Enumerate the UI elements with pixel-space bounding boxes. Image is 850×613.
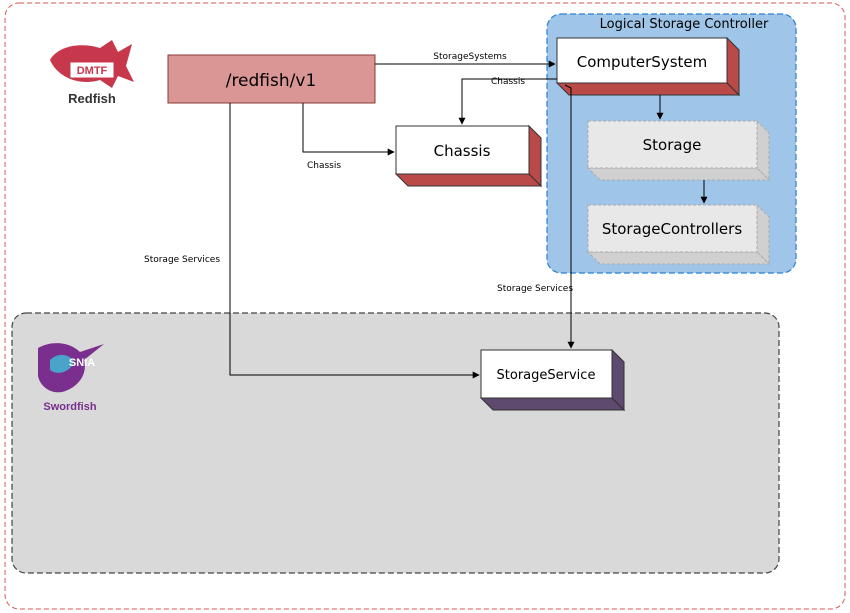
edge-chassis-from-root [302,103,395,156]
edge-chassis-from-root-label: Chassis [307,161,341,171]
node-computer-system[interactable]: ComputerSystem [555,36,741,97]
node-chassis[interactable]: Chassis [394,124,543,188]
dmtf-badge: DMTF [77,65,108,77]
snia-swordfish-logo: SNIA Swordfish [38,343,104,413]
edge-storage-services-from-root [229,103,480,379]
node-storage[interactable]: Storage [586,119,771,182]
swordfish-wordmark: Swordfish [43,401,96,413]
edge-chassis-from-computer-system [458,78,557,125]
node-redfish-v1-label: /redfish/v1 [226,71,317,91]
snia-badge: SNIA [69,357,95,369]
node-storage-label: Storage [643,136,702,154]
node-storage-service-label: StorageService [497,368,596,383]
logical-storage-controller-label: Logical Storage Controller [600,17,769,32]
edge-storage-services-from-cs [564,84,575,349]
edge-chassis-from-computer-system-label: Chassis [491,77,525,87]
node-storage-service[interactable]: StorageService [479,348,626,412]
swordfish-icon [38,343,104,393]
edge-storage-services-from-cs-label: Storage Services [497,284,573,294]
edge-storage-services-from-root-label: Storage Services [144,255,220,265]
node-redfish-v1[interactable]: /redfish/v1 [167,54,376,104]
swordfish-region [11,312,780,574]
dmtf-redfish-logo: DMTF Redfish [50,40,134,106]
redfish-wordmark: Redfish [68,91,116,106]
node-storage-controllers-label: StorageControllers [602,220,742,238]
node-storage-controllers[interactable]: StorageControllers [586,203,771,266]
node-computer-system-label: ComputerSystem [577,53,708,71]
edge-storage-systems-label: StorageSystems [433,52,507,62]
node-chassis-label: Chassis [434,142,491,160]
outer-region [4,2,846,610]
